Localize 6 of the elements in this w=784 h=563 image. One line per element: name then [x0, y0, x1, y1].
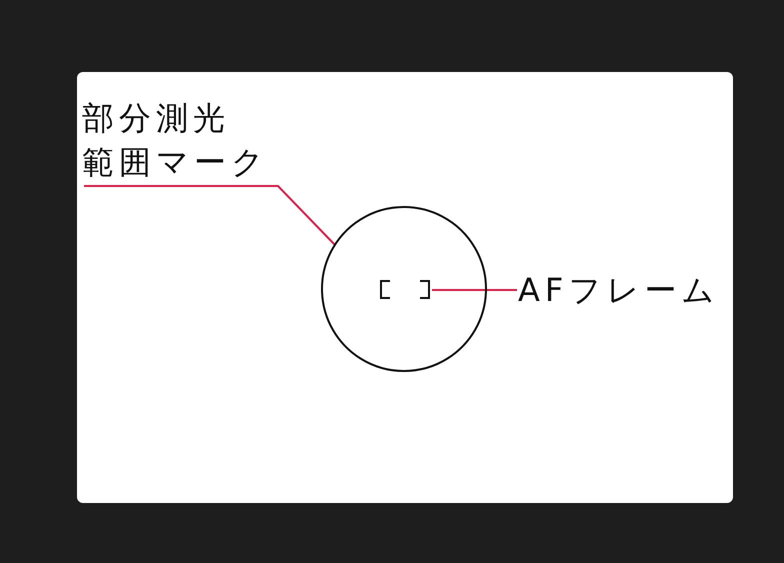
af-frame-brackets — [378, 279, 432, 300]
label-text: 部分測光範囲マーク — [82, 96, 292, 184]
leader-line — [84, 185, 336, 246]
metering-circle — [321, 206, 487, 372]
label-text: AFフレーム — [518, 268, 728, 312]
leader-line — [432, 289, 517, 291]
